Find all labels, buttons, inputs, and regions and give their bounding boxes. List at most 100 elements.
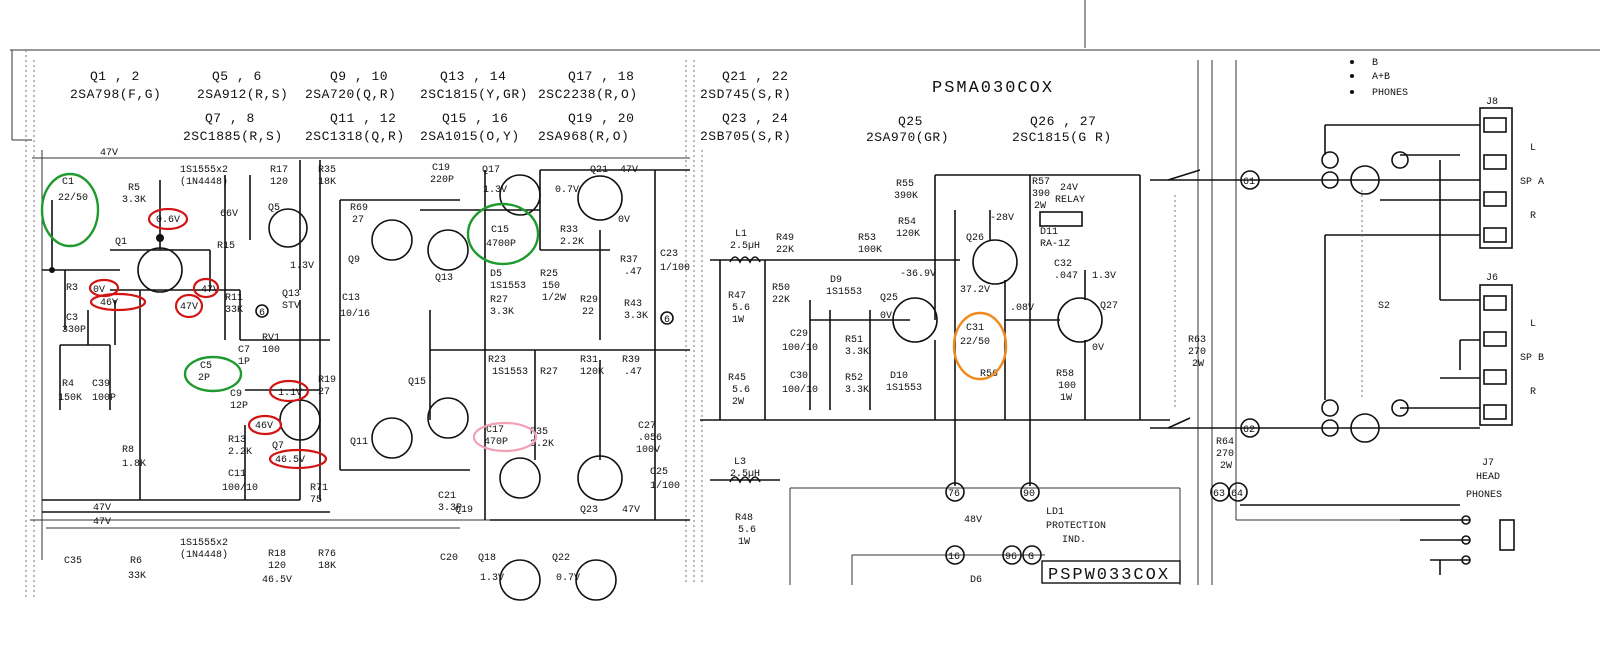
r50-value: 22K bbox=[772, 295, 790, 306]
r15-label: R15 bbox=[217, 241, 235, 252]
volt-q25: 0V bbox=[880, 311, 892, 322]
q11-label: Q11 bbox=[350, 437, 368, 448]
volt-q7-e: 46V bbox=[255, 421, 273, 432]
hdr-q17-18-ref: Q17 , 18 bbox=[568, 69, 634, 84]
hdr-q25-part: 2SA970(GR) bbox=[866, 130, 949, 145]
sp-b-label: SP B bbox=[1520, 353, 1544, 364]
r6-value: 33K bbox=[128, 571, 146, 582]
c19-label: C19 bbox=[432, 163, 450, 174]
legend-phones: PHONES bbox=[1372, 88, 1408, 99]
input-stage: 47V 47V 47V Q1 C1 22/50 R5 3.3K R3 C3 33… bbox=[42, 148, 330, 582]
r29-value: 22 bbox=[582, 307, 594, 318]
volt-q18: 1.3V bbox=[480, 573, 504, 584]
r57-watt: 2W bbox=[1034, 201, 1046, 212]
r63-value: 270 bbox=[1188, 347, 1206, 358]
hdr-q26-27-part: 2SC1815(G R) bbox=[1012, 130, 1112, 145]
node-markers: 61 62 63 64 76 90 16 96 G 6 6 D6 bbox=[255, 170, 1260, 586]
c32-label: C32 bbox=[1054, 259, 1072, 270]
d11-value: RA-1Z bbox=[1040, 239, 1070, 250]
led-desc-1: PROTECTION bbox=[1046, 521, 1106, 532]
r55-value: 390K bbox=[894, 191, 918, 202]
hdr-q5-6-ref: Q5 , 6 bbox=[212, 69, 262, 84]
c13-label: C13 bbox=[342, 293, 360, 304]
hdr-q1-2-ref: Q1 , 2 bbox=[90, 69, 140, 84]
hdr-q21-22-ref: Q21 , 22 bbox=[722, 69, 788, 84]
q13-stv-value: STV bbox=[282, 301, 300, 312]
q19-label: Q19 bbox=[455, 505, 473, 516]
r8-value: 1.8K bbox=[122, 459, 146, 470]
d5-label: D5 bbox=[490, 269, 502, 280]
annot-red-465v bbox=[268, 448, 328, 470]
r64-label: R64 bbox=[1216, 437, 1234, 448]
j6-r: R bbox=[1530, 387, 1536, 398]
q7-label: Q7 bbox=[272, 441, 284, 452]
c17-label: C17 bbox=[486, 425, 504, 436]
hdr-q17-18-part: 2SC2238(R,O) bbox=[538, 87, 638, 102]
r52-value: 3.3K bbox=[845, 385, 869, 396]
c32-value: .047 bbox=[1054, 271, 1078, 282]
r47-label: R47 bbox=[728, 291, 746, 302]
r31-label: R31 bbox=[580, 355, 598, 366]
r47-watt: 1W bbox=[732, 315, 744, 326]
r4-label: R4 bbox=[62, 379, 74, 390]
r13-value: 2.2K bbox=[228, 447, 252, 458]
r48-watt: 1W bbox=[738, 537, 750, 548]
annot-c15-green bbox=[466, 202, 540, 266]
annot-red-46v bbox=[89, 292, 147, 312]
r71-label: R71 bbox=[310, 483, 328, 494]
q21-label: Q21 bbox=[590, 165, 608, 176]
s2-label: S2 bbox=[1378, 301, 1390, 312]
r27-label: R27 bbox=[490, 295, 508, 306]
c13-value: 10/16 bbox=[340, 308, 370, 320]
node-96: 96 bbox=[1005, 552, 1017, 563]
q9-label: Q9 bbox=[348, 255, 360, 266]
l3-label: L3 bbox=[734, 457, 746, 468]
r33-value: 2.2K bbox=[560, 237, 584, 248]
d1-sub: (1N4448) bbox=[180, 176, 228, 188]
r47-value: 5.6 bbox=[732, 303, 750, 314]
led-label: LD1 bbox=[1046, 507, 1064, 518]
hdr-q9-10-ref: Q9 , 10 bbox=[330, 69, 388, 84]
volt-q1-base: 0.6V bbox=[156, 215, 180, 226]
volt-q21: 0.7V bbox=[555, 185, 579, 196]
q17-label: Q17 bbox=[482, 165, 500, 176]
annot-red-06v bbox=[147, 207, 189, 231]
volt-q1-e: 0V bbox=[93, 285, 105, 296]
r76-value: 18K bbox=[318, 561, 336, 572]
r71-value: 75 bbox=[310, 495, 322, 506]
q15-label: Q15 bbox=[408, 377, 426, 388]
volt-465: 46.5V bbox=[262, 575, 292, 586]
r35b-label: R35 bbox=[530, 427, 548, 438]
c30-label: C30 bbox=[790, 371, 808, 382]
r27-value: 3.3K bbox=[490, 307, 514, 318]
node-16: 16 bbox=[948, 552, 960, 563]
r39-label: R39 bbox=[622, 355, 640, 366]
r49-label: R49 bbox=[776, 233, 794, 244]
volt-q13: 1.3V bbox=[290, 261, 314, 272]
volt-48: 48V bbox=[964, 515, 982, 526]
r27b-label: R27 bbox=[540, 367, 558, 378]
r54-label: R54 bbox=[898, 217, 916, 228]
node-76: 76 bbox=[948, 489, 960, 500]
c11-value: 100/10 bbox=[222, 482, 258, 494]
volt-q1-c: 46V bbox=[100, 298, 118, 309]
c9-label: C9 bbox=[230, 389, 242, 400]
rv1-label: RV1 bbox=[262, 333, 280, 344]
c19-value: 220P bbox=[430, 175, 454, 186]
hdr-q13-14-ref: Q13 , 14 bbox=[440, 69, 506, 84]
r19-label: R19 bbox=[318, 375, 336, 386]
c17-value: 470P bbox=[484, 437, 508, 448]
r57-value: 390 bbox=[1032, 189, 1050, 200]
node-62: 62 bbox=[1243, 425, 1255, 436]
c21-value: 3.3P bbox=[438, 503, 462, 514]
phones-label: PHONES bbox=[1466, 490, 1502, 501]
d11-label: D11 bbox=[1040, 227, 1058, 238]
r45-value: 5.6 bbox=[732, 385, 750, 396]
c15-value: 4700P bbox=[486, 239, 516, 250]
r25-label: R25 bbox=[540, 269, 558, 280]
r49-value: 22K bbox=[776, 245, 794, 256]
j7-label: J7 bbox=[1482, 458, 1494, 469]
r35b-value: 2.2K bbox=[530, 439, 554, 450]
d10-value: 1S1553 bbox=[886, 383, 922, 394]
